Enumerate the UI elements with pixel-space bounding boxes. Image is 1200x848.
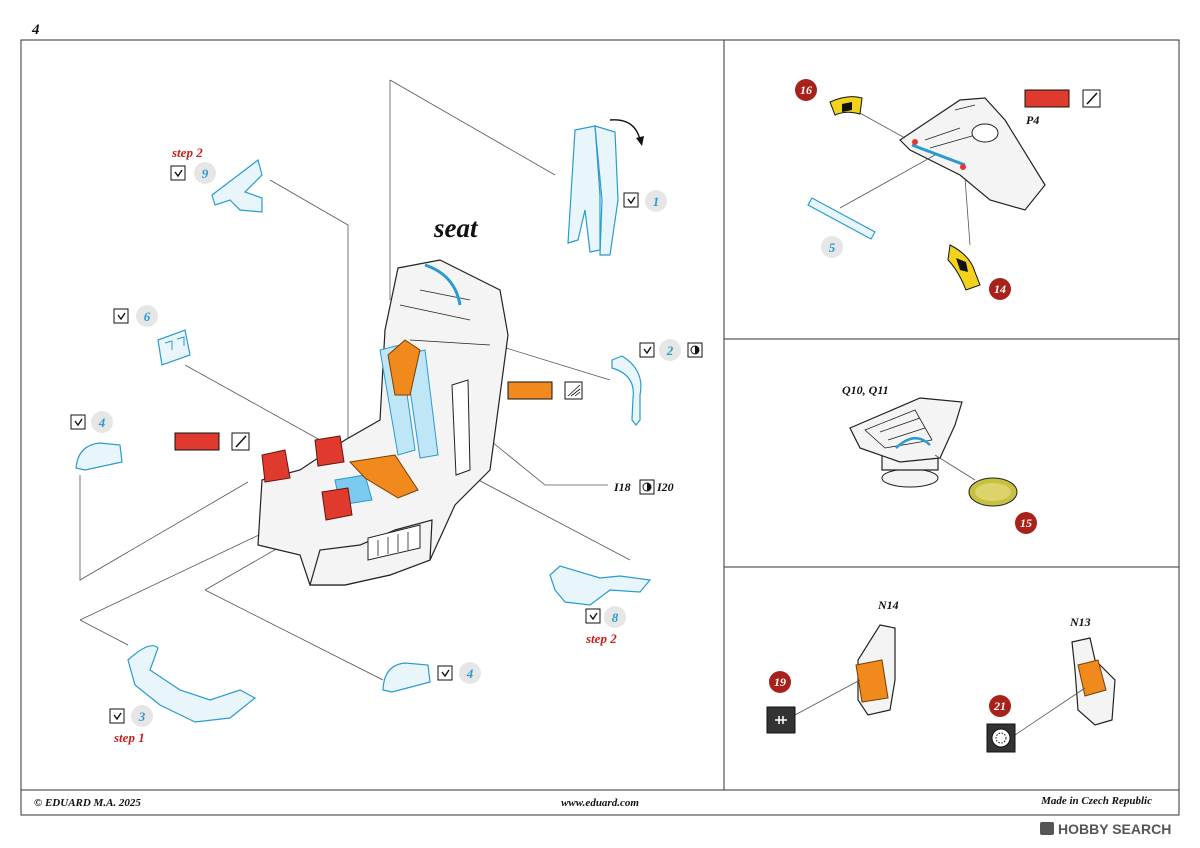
glue-icon <box>564 381 583 400</box>
label-n14: N14 <box>877 598 899 612</box>
fold-icon <box>170 165 186 181</box>
panel-gunsight <box>849 397 1018 507</box>
part-number-2: 2 <box>666 343 674 358</box>
hobby-search-logo-icon <box>1040 822 1054 835</box>
part-number-8: 8 <box>612 610 619 625</box>
part-number-6: 6 <box>144 309 151 324</box>
callout-part-14: 14 <box>989 278 1011 300</box>
callout-part-3: 3 <box>109 705 153 727</box>
panel-n14-part <box>766 624 896 734</box>
part-5-shape <box>807 197 876 240</box>
part-number-5: 5 <box>829 240 836 255</box>
callout-part-2: 2 <box>639 339 703 361</box>
part-number-21: 21 <box>993 699 1006 713</box>
step-2-label-top: step 2 <box>171 145 203 160</box>
label-i18: I18 <box>613 480 631 494</box>
part-number-1: 1 <box>653 194 660 209</box>
callout-part-4-lower: 4 <box>437 662 481 684</box>
panel-instrument-coaming <box>807 96 1046 291</box>
part-number-19: 19 <box>774 675 786 689</box>
callout-part-15: 15 <box>1015 512 1037 534</box>
footer-made-in: Made in Czech Republic <box>1040 795 1152 807</box>
part-number-14: 14 <box>994 282 1006 296</box>
part-4-upper-shape <box>75 442 123 471</box>
panel-n13-part <box>986 637 1116 753</box>
callout-part-19: 19 <box>769 671 791 693</box>
fold-icon <box>109 708 125 724</box>
red-paint-swatch <box>174 432 220 451</box>
callout-part-1: 1 <box>623 190 667 212</box>
fold-icon <box>437 665 453 681</box>
paint-brush-icon <box>1082 89 1101 108</box>
part-number-4-upper: 4 <box>98 415 106 430</box>
rotate-arrow-icon <box>609 119 641 141</box>
part-2-shape <box>611 355 642 426</box>
fold-icon <box>639 342 655 358</box>
label-i20: I20 <box>656 480 674 494</box>
fold-icon <box>113 308 129 324</box>
part-8-shape <box>549 565 652 606</box>
part-3-shape <box>127 645 257 723</box>
fold-icon <box>623 192 639 208</box>
step-2-label-bottom: step 2 <box>585 631 617 646</box>
orange-paint-swatch <box>507 381 553 400</box>
callout-part-5: 5 <box>821 236 843 258</box>
ejection-seat-illustration <box>257 259 509 586</box>
step-1-label: step 1 <box>113 730 145 745</box>
label-q10-q11: Q10, Q11 <box>842 383 889 397</box>
fold-icon <box>70 414 86 430</box>
part-number-9: 9 <box>202 166 209 181</box>
page-number: 4 <box>31 22 40 38</box>
callout-i18-i20: I18 I20 <box>613 479 674 495</box>
footer-copyright: © EDUARD M.A. 2025 <box>34 797 141 809</box>
part-9-shape <box>211 158 263 213</box>
hobby-search-watermark: HOBBY SEARCH <box>1040 821 1171 837</box>
part-number-4-lower: 4 <box>466 666 474 681</box>
paint-brush-icon <box>231 432 250 451</box>
part-number-3: 3 <box>138 709 146 724</box>
label-n13: N13 <box>1069 615 1091 629</box>
rotate-arrow-head <box>636 136 644 146</box>
main-frame <box>20 39 1180 816</box>
red-paint-swatch-p4 <box>1024 89 1070 108</box>
footer-website: www.eduard.com <box>561 797 639 809</box>
callout-part-21: 21 <box>989 695 1011 717</box>
section-title: seat <box>433 213 479 243</box>
part-1-harness-straps <box>567 125 619 256</box>
callout-part-6: 6 <box>113 305 158 327</box>
watermark-text: HOBBY SEARCH <box>1058 821 1171 837</box>
callout-part-8: 8 <box>585 606 626 628</box>
part-number-15: 15 <box>1020 516 1032 530</box>
fold-icon <box>585 608 601 624</box>
callout-part-16: 16 <box>795 79 817 101</box>
callout-part-4-upper: 4 <box>70 411 113 433</box>
part-4-lower-shape <box>382 662 431 693</box>
part-number-16: 16 <box>800 83 812 97</box>
leader-lines <box>79 79 631 681</box>
callout-part-9: 9 <box>170 162 216 184</box>
part-6-shape <box>157 329 191 366</box>
label-p4: P4 <box>1026 113 1039 127</box>
